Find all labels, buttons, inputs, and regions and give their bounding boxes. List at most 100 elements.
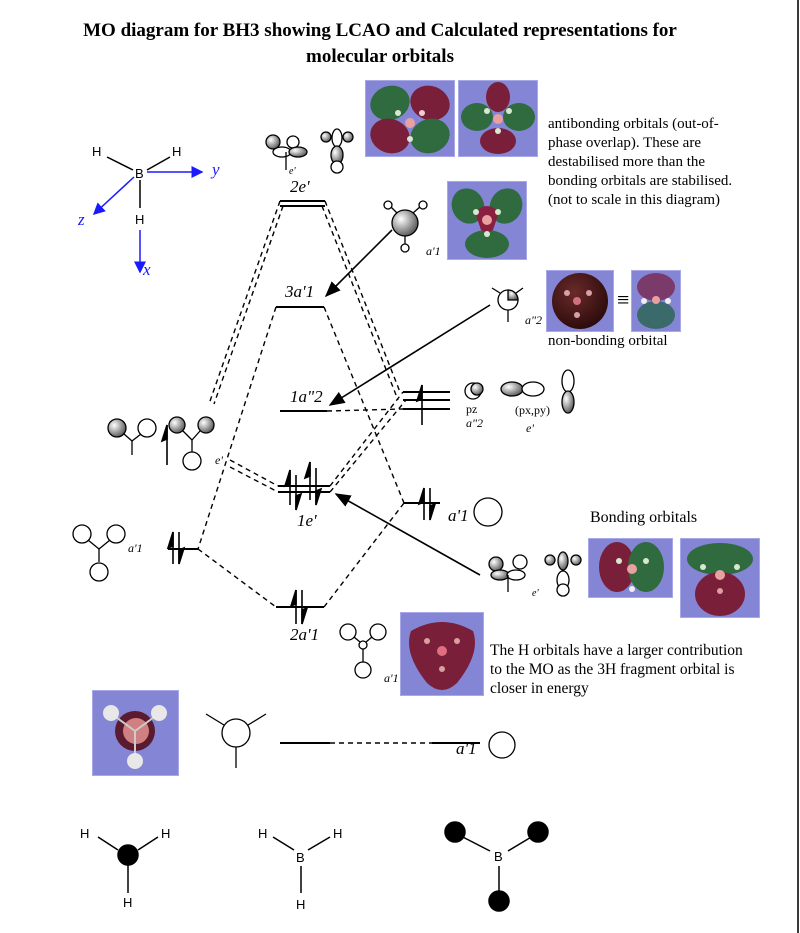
label-pxpy-sym: e' (526, 421, 534, 435)
note-line: closer in energy (490, 680, 589, 697)
corr-2e-r1 (324, 200, 401, 393)
lcao-3a1 (383, 200, 428, 253)
note-line: phase overlap). These are (548, 135, 701, 151)
lcao-2e-b (320, 128, 354, 174)
antibonding-note: antibonding orbitals (out-of- phase over… (548, 115, 732, 210)
label-pz-sym: a"2 (466, 416, 483, 430)
atom-h: H (161, 826, 170, 841)
bond (106, 156, 134, 171)
orbital-render-2e-a (365, 80, 455, 157)
electron-pair-1e-a (283, 469, 303, 511)
note-line: The H orbitals have a larger contributio… (490, 642, 743, 659)
orbital-lobes (599, 542, 664, 592)
orbital-lobes (103, 705, 167, 769)
label-2a1-sym: a'1 (384, 671, 399, 685)
atom-h: H (135, 212, 144, 227)
label-h3-e: e' (215, 453, 223, 467)
atom-h: H (92, 144, 101, 159)
label-h3-a1: a'1 (128, 541, 143, 555)
corr-1e-l2 (229, 466, 279, 493)
label-1e-sym: e' (532, 588, 539, 599)
label-2e-sym: e' (289, 166, 296, 177)
label-b-s-sym: a'1 (448, 506, 469, 525)
axis-label-x: x (142, 260, 151, 279)
lcao-2a1 (339, 623, 387, 679)
bottom-structures: H H H B H H H B (80, 821, 549, 912)
atom-b: B (135, 166, 144, 181)
atom-h: H (296, 897, 305, 912)
orbital-render-1e-a (588, 538, 673, 598)
electron-pair-h3-a1 (166, 531, 186, 565)
electron-pair-b-s (417, 487, 437, 521)
corr-3a1-l (197, 306, 277, 550)
corr-1e-r1 (329, 391, 404, 487)
bh3-structure: B H H H (258, 826, 342, 912)
label-3a1-sym: a'1 (426, 244, 441, 258)
orbital-render-2e-b (458, 80, 538, 157)
label-2e: 2e' (290, 177, 310, 196)
corr-2a1-r (323, 502, 405, 608)
page-border (797, 0, 799, 933)
atom-h: H (258, 826, 267, 841)
atom-h: H (333, 826, 342, 841)
atom-b: B (494, 849, 503, 864)
corr-1a2 (326, 408, 404, 412)
corr-2e-l1 (208, 200, 281, 405)
orbital-render-3a1 (447, 181, 527, 260)
corr-2e-r2 (321, 205, 399, 401)
orbital-lobes (409, 622, 475, 690)
bonding-note: Bonding orbitals (590, 509, 698, 526)
electrons (160, 384, 437, 625)
label-1a2-sym: a"2 (525, 313, 542, 327)
note-line: bonding orbitals are stabilised. (548, 173, 733, 189)
axis-figure: H H B H y z x (77, 144, 220, 279)
correlation-lines (197, 200, 432, 744)
z-axis-arrow (92, 176, 135, 216)
electron-h3-e (160, 424, 168, 465)
corr-1e-r2 (329, 399, 407, 493)
mo-levels (168, 200, 480, 744)
b-s-orbital (473, 497, 503, 527)
non-bonding-note: non-bonding orbital (548, 333, 668, 349)
orbital-lobes (461, 82, 535, 154)
h3-fragment-structure: H H H (80, 826, 170, 910)
h3-a1-fragment (72, 524, 126, 582)
lcao-1e-b (544, 551, 582, 597)
lcao-1e-a (488, 554, 528, 592)
note-line: (not to scale in this diagram) (548, 192, 721, 208)
atom-h: H (172, 144, 181, 159)
orbital-render-1a2-side (631, 270, 681, 332)
note-line: antibonding orbitals (out-of- (548, 116, 719, 132)
title-line-1: MO diagram for BH3 showing LCAO and Calc… (83, 20, 677, 41)
axis-label-y: y (210, 160, 220, 179)
electron-pair-2a1 (289, 589, 309, 625)
arrow-to-1a2 (328, 304, 491, 406)
label-1e: 1e' (297, 511, 317, 530)
atom-h: H (80, 826, 89, 841)
lcao-1a1-core (205, 713, 267, 768)
atom-b: B (296, 850, 305, 865)
equivalent-symbol: ≡ (617, 287, 630, 312)
axis-label-z: z (77, 210, 85, 229)
atom-h: H (123, 895, 132, 910)
h3-e-fragment-b (168, 416, 215, 471)
h3-e-fragment-a (107, 418, 157, 455)
b-pz-orbital (464, 382, 484, 400)
orbital-lobes (451, 188, 523, 258)
arrow-to-1e (334, 493, 481, 576)
orbital-lobes (637, 273, 675, 329)
lcao-2e-a (265, 134, 308, 170)
orbital-render-2a1 (400, 612, 484, 696)
b-py-orbital (561, 369, 575, 414)
note-line: destabilised more than the (548, 154, 706, 170)
electron-pair-1e-b (303, 461, 323, 506)
note-line: to the MO as the 3H fragment orbital is (490, 661, 735, 678)
orbital-render-1a1-core (92, 690, 179, 776)
lcao-1a2 (491, 287, 524, 322)
lcao-sketches (72, 128, 582, 768)
label-2a1: 2a'1 (290, 625, 319, 644)
orbital-render-1a2-top (546, 270, 614, 332)
h-contribution-note: The H orbitals have a larger contributio… (490, 641, 743, 698)
electron-b-p (415, 384, 423, 425)
